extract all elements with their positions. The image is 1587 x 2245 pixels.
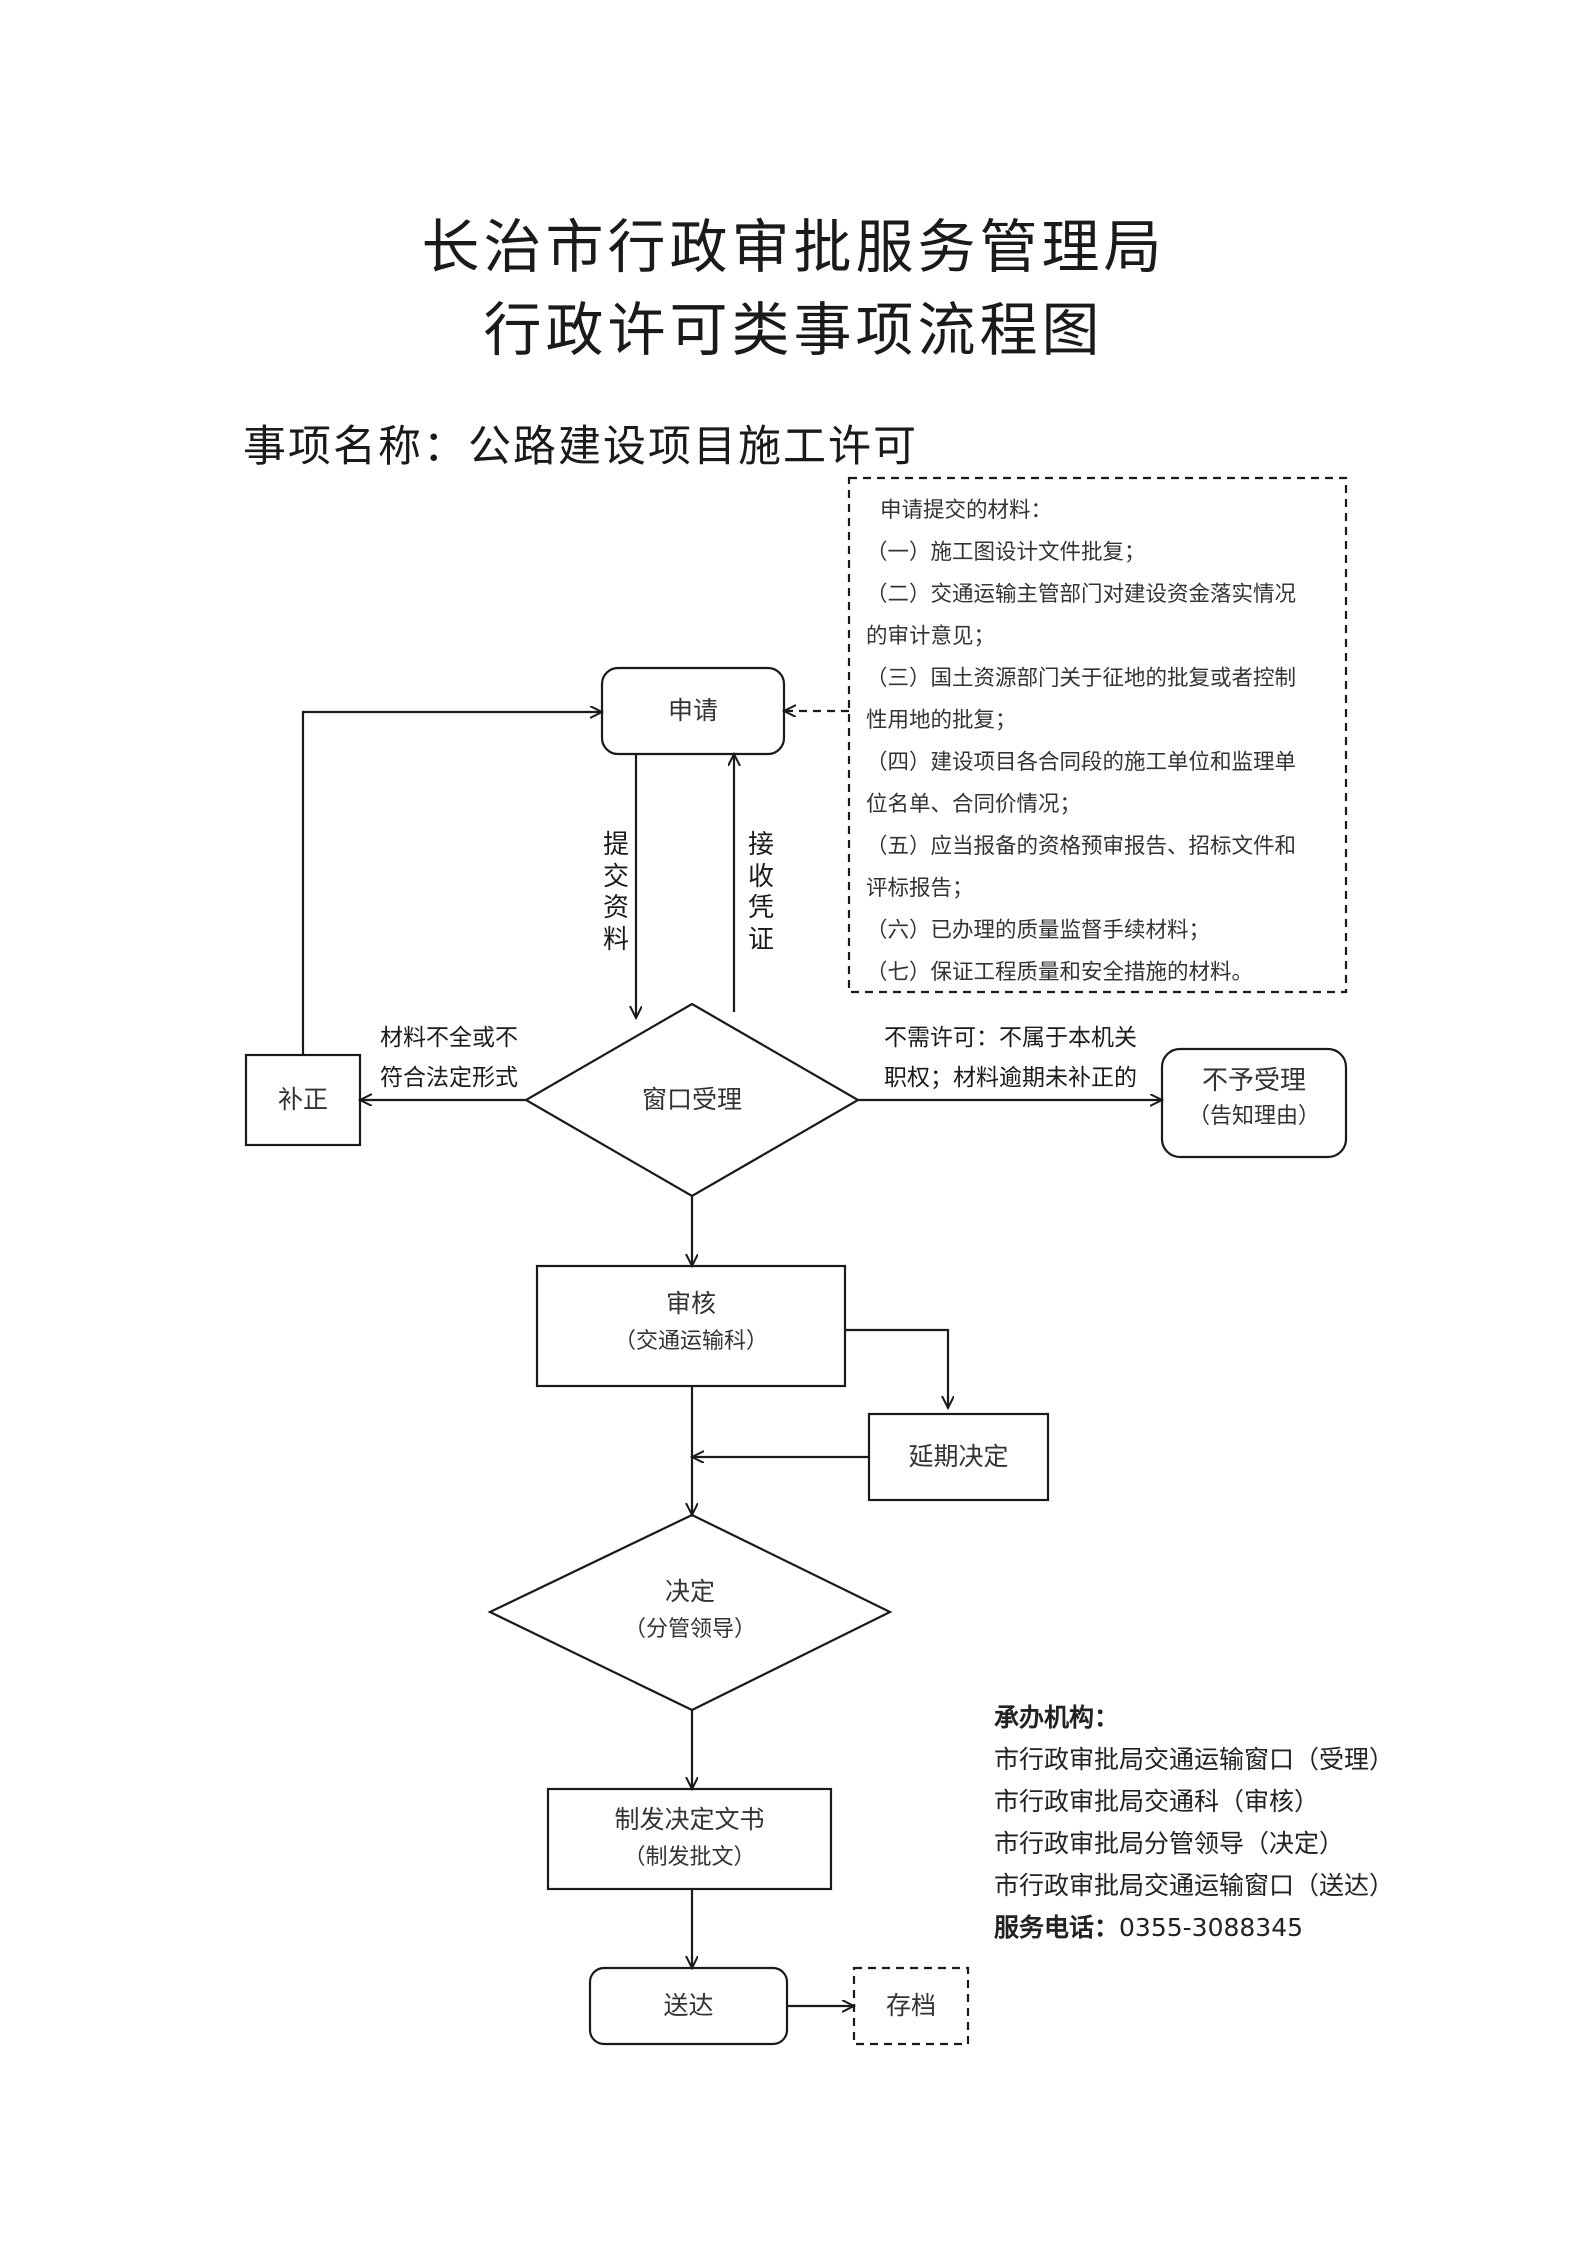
materials-list: 申请提交的材料： （一）施工图设计文件批复； （二）交通运输主管部门对建设资金落… bbox=[866, 490, 1336, 994]
materials-line: 的审计意见； bbox=[866, 624, 996, 649]
archive-label: 存档 bbox=[885, 1991, 936, 2020]
materials-line: （四）建设项目各合同段的施工单位和监理单 bbox=[866, 750, 1297, 775]
materials-line: （五）应当报备的资格预审报告、招标文件和 bbox=[866, 834, 1297, 859]
item-name-label: 事项名称： bbox=[243, 422, 468, 472]
review-label: 审核 （交通运输科） bbox=[537, 1284, 845, 1359]
materials-line: （三）国土资源部门关于征地的批复或者控制 bbox=[866, 666, 1297, 691]
reject-main: 不予受理 bbox=[1201, 1066, 1306, 1096]
review-to-extend-arrow bbox=[845, 1328, 948, 1408]
decide-sub: （分管领导） bbox=[623, 1617, 756, 1642]
phone-number: 0355-3088345 bbox=[1119, 1913, 1303, 1942]
page-title: 长治市行政审批服务管理局 bbox=[421, 213, 1166, 281]
deliver-label: 送达 bbox=[663, 1991, 714, 2020]
incomplete-line-2: 符合法定形式 bbox=[380, 1065, 518, 1092]
item-name-value: 公路建设项目施工许可 bbox=[468, 422, 918, 472]
review-sub: （交通运输科） bbox=[613, 1329, 768, 1354]
materials-line: 评标报告； bbox=[866, 876, 974, 901]
materials-line: （六）已办理的质量监督手续材料； bbox=[866, 918, 1211, 943]
agency-line: 市行政审批局分管领导（决定） bbox=[994, 1829, 1345, 1858]
materials-line: （七）保证工程质量和安全措施的材料。 bbox=[866, 960, 1254, 985]
decide-label: 决定 （分管领导） bbox=[490, 1572, 890, 1647]
not-needed-label: 不需许可：不属于本机关 职权；材料逾期未补正的 bbox=[884, 1018, 1137, 1099]
submit-label: 提交资料 bbox=[602, 830, 629, 956]
materials-line: （二）交通运输主管部门对建设资金落实情况 bbox=[866, 582, 1297, 607]
incomplete-line-1: 材料不全或不 bbox=[380, 1025, 518, 1051]
receipt-label: 接收凭证 bbox=[747, 830, 774, 956]
issue-main: 制发决定文书 bbox=[614, 1805, 765, 1834]
agency-line: 市行政审批局交通科（审核） bbox=[994, 1787, 1320, 1816]
issue-label: 制发决定文书 （制发批文） bbox=[548, 1800, 831, 1875]
materials-heading: 申请提交的材料： bbox=[880, 498, 1053, 523]
not-needed-line-2: 职权；材料逾期未补正的 bbox=[884, 1065, 1137, 1092]
decide-main: 决定 bbox=[664, 1577, 715, 1606]
materials-box bbox=[847, 476, 1348, 994]
reject-sub: （告知理由） bbox=[1187, 1103, 1320, 1129]
review-main: 审核 bbox=[665, 1289, 716, 1318]
agency-info: 承办机构： 市行政审批局交通运输窗口（受理） 市行政审批局交通科（审核） 市行政… bbox=[994, 1697, 1394, 1949]
extend-label: 延期决定 bbox=[908, 1442, 1009, 1471]
page-subtitle: 行政许可类事项流程图 bbox=[483, 296, 1104, 364]
correct-loop-arrow bbox=[301, 712, 602, 1055]
reject-label: 不予受理 （告知理由） bbox=[1162, 1063, 1346, 1133]
agency-line: 市行政审批局交通运输窗口（送达） bbox=[994, 1871, 1395, 1900]
agency-line: 市行政审批局交通运输窗口（受理） bbox=[994, 1745, 1395, 1774]
window-label: 窗口受理 bbox=[641, 1085, 742, 1114]
phone-line: 服务电话：0355-3088345 bbox=[994, 1907, 1394, 1949]
materials-line: 性用地的批复； bbox=[866, 708, 1017, 733]
agency-heading: 承办机构： bbox=[994, 1703, 1120, 1732]
phone-label: 服务电话： bbox=[994, 1913, 1120, 1942]
issue-sub: （制发批文） bbox=[623, 1845, 756, 1870]
item-name-line: 事项名称：公路建设项目施工许可 bbox=[243, 412, 918, 474]
not-needed-line-1: 不需许可：不属于本机关 bbox=[884, 1025, 1137, 1051]
incomplete-label: 材料不全或不 符合法定形式 bbox=[380, 1018, 518, 1099]
materials-line: （一）施工图设计文件批复； bbox=[866, 540, 1146, 565]
materials-line: 位名单、合同价情况； bbox=[866, 792, 1082, 817]
apply-label: 申请 bbox=[667, 696, 718, 725]
correct-label: 补正 bbox=[277, 1085, 328, 1114]
